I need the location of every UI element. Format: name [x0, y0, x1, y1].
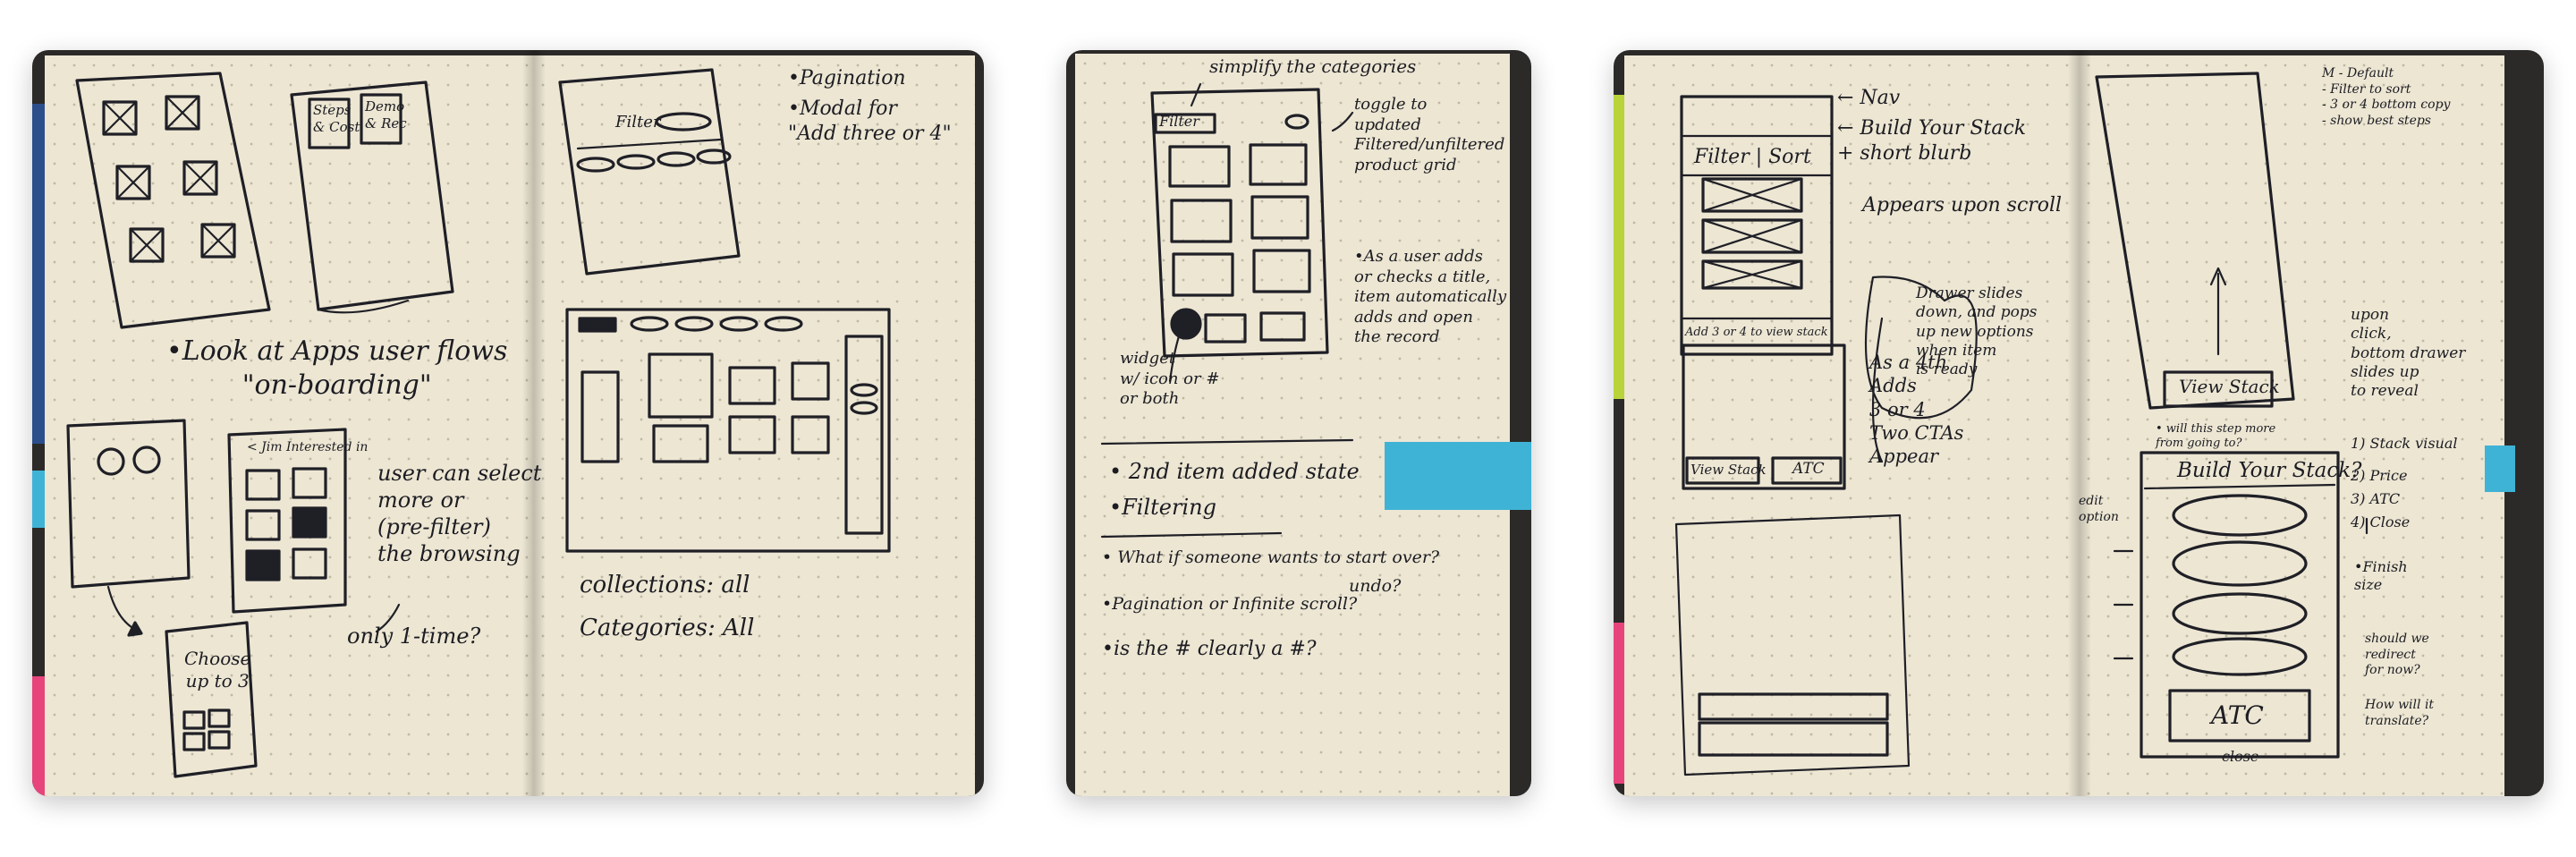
note-filter: Filter — [1159, 113, 1199, 130]
note-upon-click: upon click, bottom drawer slides up to r… — [2351, 306, 2466, 400]
note-stack-visual: 1) Stack visual — [2351, 435, 2458, 452]
note-build-stack: ← Build Your Stack + short blurb — [1837, 117, 2027, 165]
note-only-once: only 1-time? — [347, 624, 481, 649]
note-demo: Demo & Rec — [365, 98, 407, 132]
note-atc-opt: 3) ATC — [2351, 490, 2401, 507]
note-pagination: •Pagination — [788, 67, 906, 89]
left-page — [45, 55, 546, 796]
note-start-over: • What if someone wants to start over? — [1102, 547, 1440, 567]
note-clearly: •is the # clearly a #? — [1102, 638, 1317, 660]
note-widget: widget w/ icon or # or both — [1120, 349, 1220, 408]
single-page — [1075, 54, 1510, 796]
note-add-bar: Add 3 or 4 to view stack — [1685, 326, 1828, 339]
sticky-tab-navy — [32, 104, 47, 444]
sticky-tab-pink — [32, 676, 48, 796]
note-toggle: toggle to updated Filtered/unfiltered pr… — [1354, 95, 1505, 174]
right-page — [533, 55, 975, 796]
wireframe-sketches — [1100, 82, 1354, 539]
sticky-tab-blue — [1385, 442, 1531, 510]
note-filter-sort: Filter | Sort — [1694, 146, 1811, 168]
note-apps-flows: •Look at Apps user flows "on-boarding" — [166, 335, 508, 401]
note-atc-small: ATC — [1792, 460, 1825, 478]
note-second-item: • 2nd item added state — [1109, 459, 1360, 484]
sticky-tab-green — [1614, 95, 1624, 399]
note-should-we: should we redirect for now? — [2365, 632, 2429, 677]
note-steps: Steps & Cost — [313, 102, 360, 135]
sticky-tab-blue — [2485, 445, 2515, 492]
note-infinite: •Pagination or Infinite scroll? — [1102, 594, 1358, 614]
note-price: 2) Price — [2351, 467, 2408, 484]
note-as-user: •As a user adds or checks a title, item … — [1354, 247, 1507, 346]
note-user-select: user can select more or (pre-filter) the… — [377, 461, 542, 566]
right-page — [2079, 55, 2504, 796]
sticky-tab-pink — [1614, 623, 1626, 784]
note-jim-interested: < Jim Interested in — [247, 440, 369, 454]
note-modal: •Modal for "Add three or 4" — [788, 98, 952, 145]
note-m-default: M - Default - Filter to sort - 3 or 4 bo… — [2322, 66, 2451, 128]
note-filtering: •Filtering — [1109, 495, 1216, 520]
note-close: close — [2222, 748, 2259, 765]
note-atc-big: ATC — [2211, 700, 2264, 730]
note-categories: Categories: All — [580, 615, 755, 641]
wireframe-sketches — [66, 68, 891, 778]
note-as-4th: As a 4th Adds 3 or 4 Two CTAs Appear — [1869, 352, 1964, 467]
note-close-opt: 4) Close — [2351, 513, 2411, 530]
note-appears: Appears upon scroll — [1862, 194, 2063, 216]
note-build-title: Build Your Stack? — [2177, 459, 2362, 482]
notebook-photo-filtering: simplify the categories Filter toggle to… — [1066, 50, 1531, 796]
note-edit: edit option — [2079, 494, 2119, 524]
note-how-will: How will it translate? — [2365, 698, 2435, 728]
notebook-photo-build-stack: ← Nav ← Build Your Stack + short blurb F… — [1614, 50, 2544, 796]
note-drawer: Drawer slides down, and pops up new opti… — [1916, 284, 2038, 378]
note-nav: ← Nav — [1837, 87, 1901, 109]
note-simplify: simplify the categories — [1209, 55, 1417, 77]
wireframe-sketches — [1674, 72, 2368, 776]
note-view-stack-small: View Stack — [1690, 462, 1767, 478]
note-choose: Choose up to 3 — [184, 648, 251, 692]
note-filter: Filter — [615, 113, 661, 132]
note-finish: •Finish size — [2354, 558, 2408, 593]
notebook-photo-onboarding: •Pagination •Modal for "Add three or 4" … — [32, 50, 984, 796]
note-will-this: • will this step more from going to? — [2156, 422, 2276, 451]
note-collections: collections: all — [580, 572, 750, 598]
note-undo: undo? — [1349, 576, 1402, 596]
note-view-stack: View Stack — [2179, 376, 2280, 397]
